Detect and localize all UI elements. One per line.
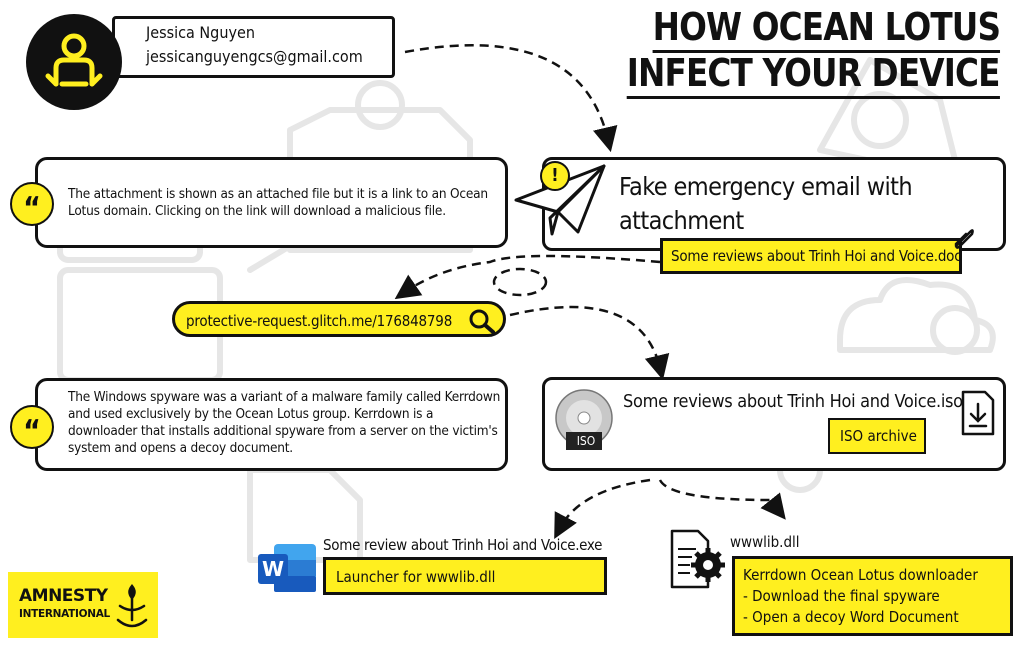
title-line-2: INFECT YOUR DEVICE [627, 52, 1001, 99]
magnifier-icon [469, 309, 495, 334]
iso-type-label: ISO archive [840, 427, 917, 445]
arrow-link-to-iso [509, 305, 670, 381]
attachment-badge: Some reviews about Trinh Hoi and Voice.d… [660, 238, 962, 274]
exe-description-box: Launcher for wwwlib.dll [323, 557, 607, 595]
warning-badge: ! [540, 161, 570, 191]
sender-card: Jessica Nguyen jessicanguyengcs@gmail.co… [112, 16, 395, 78]
title-line-1: HOW OCEAN LOTUS [652, 6, 1001, 53]
candle-icon [116, 584, 148, 628]
person-icon [45, 33, 103, 87]
exclamation-icon: ! [551, 165, 559, 186]
download-file-icon [961, 390, 995, 436]
paper-plane-icon [514, 164, 606, 236]
exe-description: Launcher for wwwlib.dll [336, 568, 496, 586]
attachment-filename: Some reviews about Trinh Hoi and Voice.d… [671, 247, 962, 265]
arrow-loop [492, 267, 548, 297]
arrow-iso-to-exe [554, 478, 651, 540]
spyware-note-text: The Windows spyware was a variant of a m… [68, 389, 501, 456]
svg-text:W: W [262, 557, 284, 581]
iso-card: Some reviews about Trinh Hoi and Voice.i… [542, 377, 1006, 471]
email-card: Fake emergency email with attachment [542, 157, 1006, 251]
disc-icon [555, 389, 613, 450]
attachment-note-text: The attachment is shown as an attached f… [68, 186, 488, 219]
attachment-note-card: The attachment is shown as an attached f… [35, 157, 508, 248]
word-icon: W [258, 544, 316, 592]
spyware-note-card: The Windows spyware was a variant of a m… [35, 378, 508, 471]
disc-label: ISO [576, 434, 596, 448]
gear-file-icon [670, 529, 725, 589]
sender-name: Jessica Nguyen [146, 23, 255, 42]
logo-line-1: AMNESTY [19, 586, 108, 606]
dll-description-box: Kerrdown Ocean Lotus downloader - Downlo… [732, 556, 1013, 636]
exe-filename: Some review about Trinh Hoi and Voice.ex… [323, 536, 603, 554]
amnesty-logo: AMNESTY INTERNATIONAL [8, 572, 158, 638]
sender-avatar [26, 14, 122, 110]
arrow-email-to-link [394, 254, 661, 300]
arrow-sender-to-email [404, 44, 618, 153]
sender-email: jessicanguyengcs@gmail.com [146, 47, 363, 66]
dll-line-3: - Open a decoy Word Document [743, 608, 959, 626]
iso-filename: Some reviews about Trinh Hoi and Voice.i… [623, 391, 963, 412]
malicious-link-url[interactable]: protective-request.glitch.me/176848798 [186, 312, 453, 330]
malicious-link-pill[interactable]: protective-request.glitch.me/176848798 [172, 301, 506, 337]
dll-line-2: - Download the final spyware [743, 587, 940, 605]
dll-line-1: Kerrdown Ocean Lotus downloader [743, 566, 978, 584]
arrow-iso-to-dll [658, 479, 786, 520]
email-heading: Fake emergency email with attachment [619, 172, 913, 235]
quote-icon: “ [10, 182, 54, 226]
iso-type-badge: ISO archive [828, 418, 926, 454]
paperclip-icon [954, 229, 974, 249]
quote-icon-2: “ [10, 405, 54, 449]
dll-filename: wwwlib.dll [730, 533, 800, 551]
logo-line-2: INTERNATIONAL [19, 608, 110, 620]
